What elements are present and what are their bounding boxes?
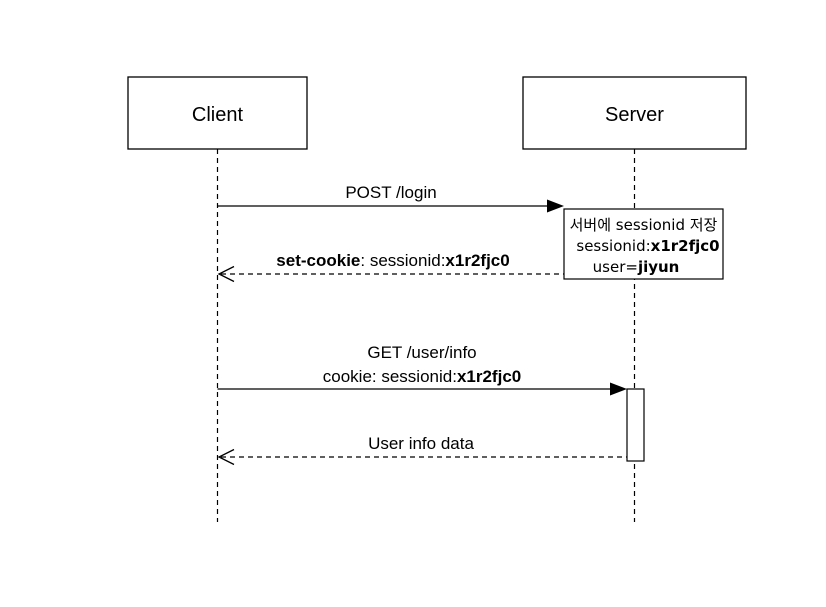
login-request-arrowhead: [547, 199, 564, 213]
set-cookie-arrowhead: [217, 265, 235, 283]
set-cookie-value: x1r2fjc0: [445, 251, 509, 270]
login-request-label: POST /login: [345, 183, 436, 202]
set-cookie-keyword: set-cookie: [276, 251, 360, 270]
set-cookie-rest: : sessionid:: [360, 251, 445, 270]
server-activation-bar: [626, 388, 645, 462]
user-info-request-cookie-prefix: cookie: sessionid:: [323, 367, 457, 386]
note-line-3-prefix: user=: [593, 258, 638, 276]
client-participant-box: [127, 76, 308, 150]
note-line-2: sessionid:x1r2fjc0: [576, 237, 719, 255]
note-line-1: 서버에 sessionid 저장: [570, 216, 718, 234]
set-cookie-label: set-cookie: sessionid:x1r2fjc0: [276, 251, 509, 270]
note-line-3: user=jiyun: [593, 258, 680, 276]
note-line-3-value: jiyun: [637, 258, 679, 276]
session-store-note: [563, 208, 724, 280]
user-info-request-cookie-value: x1r2fjc0: [457, 367, 521, 386]
user-info-request-arrowhead: [610, 382, 627, 396]
user-info-request-label-line-2: cookie: sessionid:x1r2fjc0: [323, 367, 521, 386]
client-participant-label: Client: [192, 104, 244, 126]
note-line-2-prefix: sessionid:: [576, 237, 650, 255]
user-info-response-arrowhead: [217, 448, 235, 466]
user-info-request-label-line-1: GET /user/info: [367, 343, 476, 362]
server-participant-label: Server: [605, 104, 664, 126]
user-info-response-label: User info data: [368, 434, 474, 453]
server-participant-box: [522, 76, 747, 150]
note-line-2-value: x1r2fjc0: [651, 237, 720, 255]
